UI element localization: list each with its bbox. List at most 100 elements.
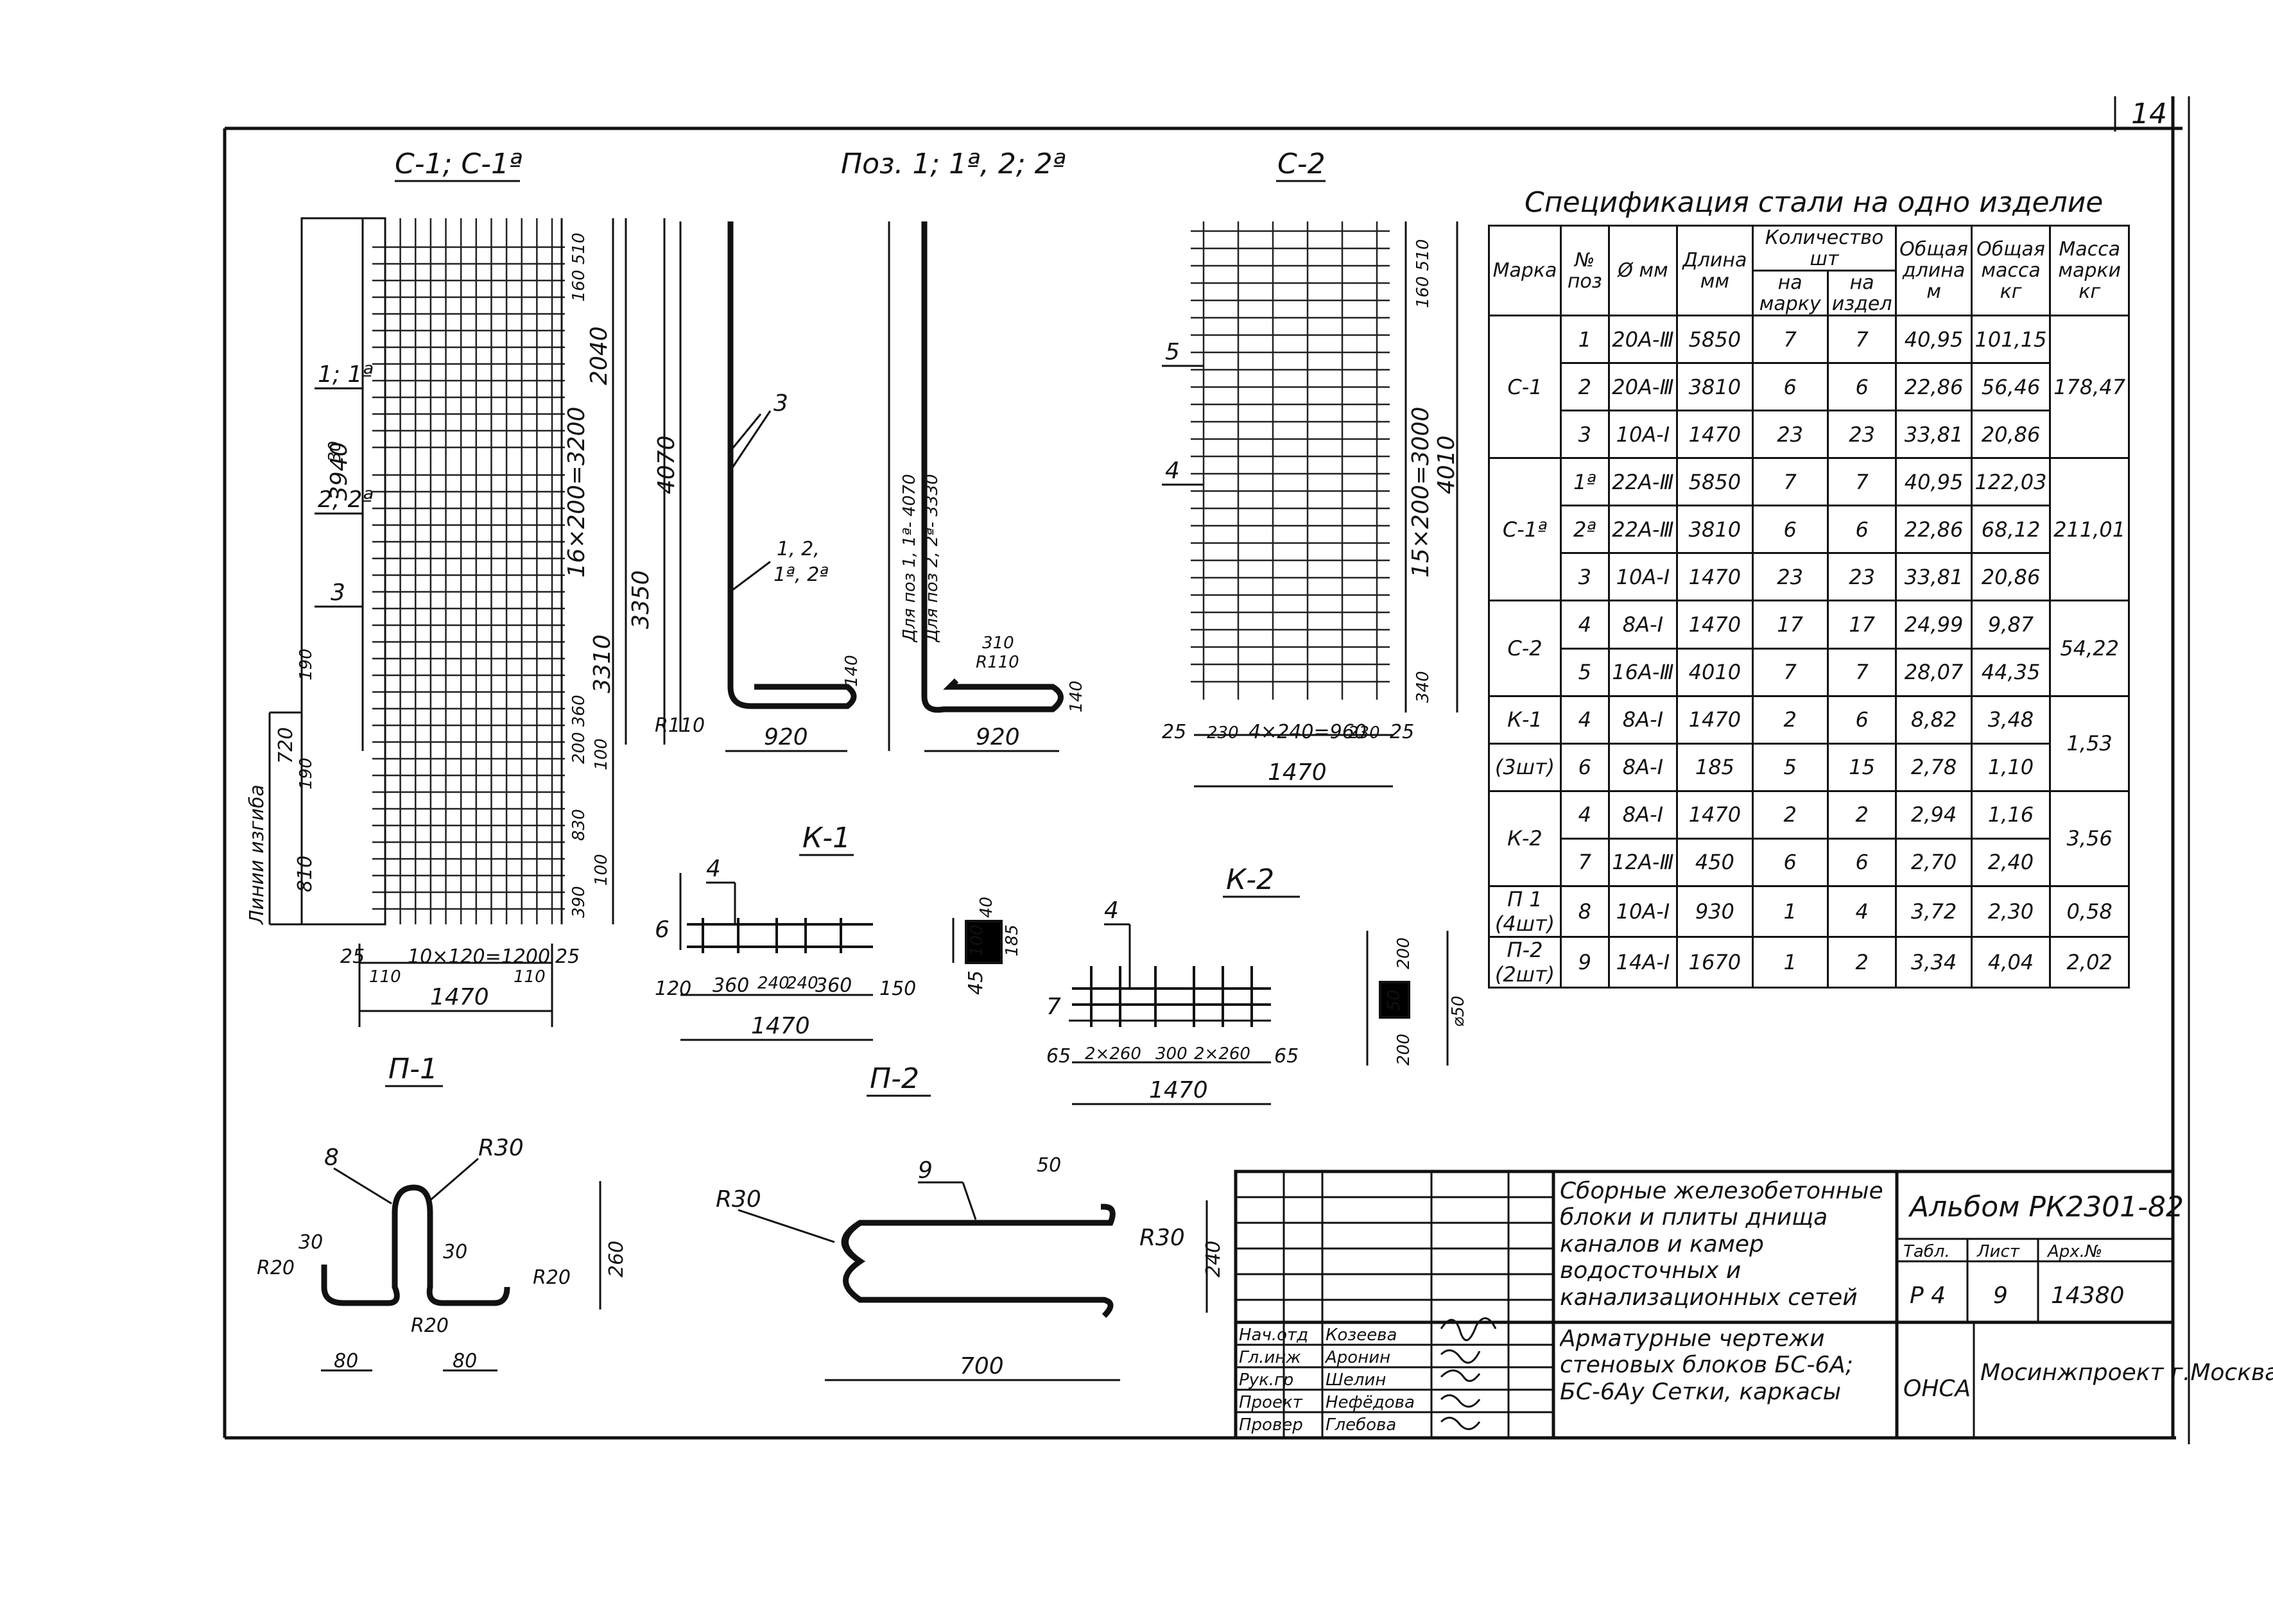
dim-c1-2040: 2040 [586,326,612,385]
page-number: 14 [2131,98,2167,130]
cell-length: 1470 [1676,410,1754,460]
dim-k2-50: 50 [1385,990,1404,1011]
person-name: Шелин [1326,1370,1386,1390]
mark-c1-3: 3 [331,580,345,606]
cell-total-length: 2,78 [1895,742,1973,792]
dim-k1-100: 100 [967,924,987,956]
cell-poz: 1 [1559,315,1610,365]
person-name: Козеева [1326,1326,1397,1345]
cell-mark-mass: 178,47 [2049,315,2130,460]
cell-total-length: 33,81 [1895,552,1973,602]
frame-k1 [687,918,873,953]
stirrup-k2 [1366,931,1449,1066]
dim-k1-360a: 360 [713,974,749,997]
mark-k1-6: 6 [655,917,670,943]
cell-poz: 2ª [1559,505,1610,555]
hdr-na-marku: на марку [1751,270,1829,317]
cell-total-length: 24,99 [1895,600,1973,650]
dim-p1-30a: 30 [298,1231,323,1254]
cell-length: 5850 [1676,315,1754,365]
cell-marka: П 1 (4шт) [1488,885,1562,938]
cell-length: 1470 [1676,552,1754,602]
cell-qty-item: 15 [1826,742,1897,792]
dim-p1-r20b: R20 [411,1315,449,1337]
dim-c1-height: 3940 [326,442,352,501]
dim-c1-100a: 100 [592,738,611,770]
dim-c1-3350: 3350 [628,570,654,629]
cell-qty-mark: 2 [1751,790,1829,840]
role-label: Нач.отд [1239,1326,1308,1345]
cell-poz: 9 [1559,935,1610,989]
cell-length: 3810 [1676,505,1754,555]
dim-k1-45: 45 [965,971,987,995]
dim-k2-2x260b: 2×260 [1194,1044,1250,1064]
dim-k2-300: 300 [1155,1044,1188,1064]
org-name-1: Мосинжпроект г.Москва [1980,1360,2273,1386]
hdr-poz: № поз [1559,224,1610,317]
tabl-value: Р 4 [1910,1283,1946,1309]
cell-qty-mark: 5 [1751,742,1829,792]
dim-c1-390: 390 [569,886,589,918]
cell-mark-mass: 1,53 [2049,695,2130,792]
cell-total-length: 22,86 [1895,505,1973,555]
dim-c2-b230a: 230 [1207,723,1239,743]
cell-length: 930 [1676,885,1754,938]
dim-poz-r110b: R110 [976,653,1019,672]
cell-length: 5850 [1676,457,1754,507]
dim-c1-200-360: 200 360 [569,695,589,764]
cell-qty-mark: 6 [1751,837,1829,887]
dim-p1-80a: 80 [334,1350,358,1372]
cell-length: 450 [1676,837,1754,887]
dim-c1-190a: 190 [297,648,316,680]
cell-poz: 4 [1559,695,1610,745]
dim-p2-240: 240 [1202,1241,1225,1277]
cell-total-length: 28,07 [1895,647,1973,697]
title-p2: П-2 [870,1062,919,1095]
dim-k2-phi: ⌀50 [1449,996,1468,1027]
cell-total-mass: 1,10 [1970,742,2052,792]
mark-k2-7: 7 [1046,994,1061,1020]
dim-c1-width: 1470 [430,984,489,1010]
mark-k2-4: 4 [1104,897,1119,924]
hdr-obsh-dlina: Общая длина м [1895,224,1973,317]
cell-total-length: 2,94 [1895,790,1973,840]
cell-marka: С-2 [1488,600,1562,697]
dim-c2-width: 1470 [1268,759,1327,786]
dim-c1-810: 810 [294,856,316,892]
cell-qty-item: 6 [1826,695,1897,745]
dim-c2-bottom: 340 [1413,671,1433,703]
cell-total-mass: 9,87 [1970,600,2052,650]
cell-phi: 20А-Ⅲ [1607,362,1679,412]
title-c1: С-1; С-1ª [395,148,523,180]
cell-total-mass: 3,48 [1970,695,2052,745]
dim-p1-r20a: R20 [257,1257,295,1279]
spec-title: Спецификация стали на одно изделие [1525,186,2103,219]
hdr-kolvo: Количество шт [1751,224,1897,272]
dim-p2-r30a: R30 [716,1186,761,1213]
cell-qty-mark: 23 [1751,410,1829,460]
dim-p1-r20c: R20 [533,1266,571,1289]
cell-qty-mark: 6 [1751,362,1829,412]
cell-poz: 4 [1559,790,1610,840]
dim-k2-200a: 200 [1394,937,1413,969]
cell-qty-mark: 1 [1751,885,1829,938]
mesh-c1 [268,217,565,926]
col-arh: Арх.№ [2046,1242,2102,1261]
mark-poz-12a: 1ª, 2ª [774,564,829,586]
dim-c2-b25b: 25 [1390,721,1414,743]
cell-phi: 22А-Ⅲ [1607,457,1679,507]
cell-qty-item: 6 [1826,837,1897,887]
cell-phi: 22А-Ⅲ [1607,505,1679,555]
cell-qty-item: 23 [1826,552,1897,602]
dim-p1-260: 260 [605,1241,628,1277]
dim-k1-width: 1470 [751,1013,810,1039]
cell-length: 4010 [1676,647,1754,697]
title-k1: К-1 [802,822,851,854]
cell-total-length: 40,95 [1895,457,1973,507]
